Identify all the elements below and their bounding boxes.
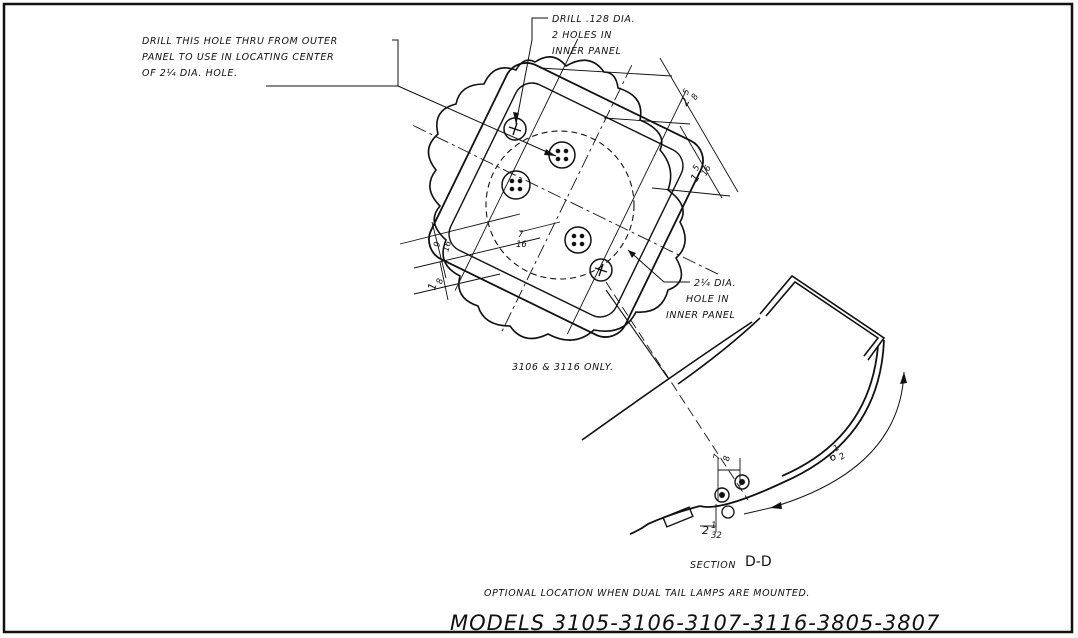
dim-2-1-32-num: 1 — [711, 521, 716, 531]
note-drill-thru-line1: DRILL THIS HOLE THRU FROM OUTER — [142, 36, 338, 47]
panel-section-curve — [581, 317, 761, 441]
screw-hole-2 — [548, 141, 576, 169]
dim-ext-left-c — [413, 273, 501, 295]
dim-ext-top-b — [651, 187, 731, 197]
ext-line-1 — [454, 38, 579, 291]
dim-1-5-16-num: 5 — [691, 163, 702, 173]
dim-6-1-2-num: 1 — [832, 443, 842, 454]
dim-9-16-den: 16 — [441, 239, 454, 253]
dim-line-9-16 — [431, 221, 447, 279]
screw-hole-3 — [501, 170, 531, 200]
dim-1-8: 1 8 — [425, 277, 446, 292]
dim-2-1-32: 2 1 32 — [702, 521, 722, 541]
leader-dia-hole — [627, 249, 690, 283]
dim-ext-top-a — [539, 67, 673, 77]
projection-line — [605, 281, 749, 501]
dim-2-1-32-whole: 2 — [702, 524, 709, 537]
dim-1-8-whole: 1 — [425, 282, 439, 292]
section-id: D-D — [745, 554, 772, 570]
dim-line-1-8 — [439, 261, 449, 301]
note-drill-128-line3: INNER PANEL — [552, 46, 621, 57]
note-drill-128-line2: 2 HOLES IN — [552, 30, 612, 41]
arrowhead-5 — [770, 502, 782, 509]
dim-7-8-den: 8 — [722, 454, 733, 462]
arrowhead-1 — [544, 149, 556, 156]
dim-7-16: 7 16 — [516, 230, 527, 250]
note-dia-hole-line1: 2¼ DIA. — [694, 278, 736, 289]
lamp-body — [662, 506, 694, 528]
dim-7-16-num: 7 — [518, 230, 524, 240]
annotations: DRILL THIS HOLE THRU FROM OUTER PANEL TO… — [142, 14, 940, 635]
arrowhead-3 — [628, 250, 636, 258]
dim-7-8: 7 8 — [712, 453, 733, 462]
dim-2-1-32-den: 32 — [711, 531, 722, 541]
leader-drill-128 — [515, 17, 548, 125]
dim-1-5-16: 1 5 16 — [688, 163, 714, 184]
dim-ext-mid — [603, 117, 691, 125]
note-drill-128-line1: DRILL .128 DIA. — [552, 14, 635, 25]
screw-hole-5 — [589, 258, 613, 282]
dim-7-16-den: 16 — [516, 240, 527, 250]
leader-drill-thru — [266, 39, 399, 87]
section-view — [581, 274, 907, 535]
dim-line-7-16 — [519, 221, 561, 233]
dim-leader-arrow — [743, 507, 771, 515]
note-drill-thru-line3: OF 2¼ DIA. HOLE. — [142, 68, 238, 79]
dim-2-5-8: 2 5 8 — [678, 87, 702, 108]
note-dia-hole-line2: HOLE IN — [686, 294, 729, 305]
note-dia-hole-line3: INNER PANEL — [666, 310, 735, 321]
models-title: MODELS 3105-3106-3107-3116-3805-3807 — [450, 611, 940, 635]
screw-hole-4 — [564, 226, 592, 254]
arrowhead-4 — [900, 372, 907, 384]
dim-ext-left-a — [399, 213, 521, 245]
fastener-1 — [714, 487, 730, 503]
dim-ext-left-b — [413, 237, 541, 269]
fastener-3 — [721, 505, 735, 519]
dim-line-1-5-16 — [679, 125, 723, 199]
dim-9-16: 9 16 — [432, 239, 454, 253]
ext-line-2 — [566, 91, 687, 335]
projection-line-2 — [605, 289, 669, 379]
dim-arc-6-1-2 — [769, 371, 905, 509]
screw-hole-1 — [503, 117, 527, 141]
note-models-only: 3106 & 3116 ONLY. — [512, 362, 614, 373]
panel-bottom — [629, 505, 701, 535]
hole-circle-dashed — [485, 130, 635, 280]
lamp-bracket — [759, 274, 886, 361]
dim-2-5-8-num: 5 — [681, 87, 692, 97]
dim-7-8-num: 7 — [712, 453, 723, 461]
fastener-2 — [734, 474, 750, 490]
leader-drill-thru-arrow — [397, 85, 557, 157]
note-drill-thru-line2: PANEL TO USE IN LOCATING CENTER — [142, 52, 334, 63]
section-label: SECTION — [690, 560, 736, 571]
dim-6-1-2: 6 1 2 — [826, 443, 848, 464]
caption-optional-location: OPTIONAL LOCATION WHEN DUAL TAIL LAMPS A… — [484, 588, 810, 599]
dim-line-2-5-8 — [659, 57, 739, 193]
dim-2-5-8-den: 8 — [690, 92, 702, 102]
dim-1-8-den: 8 — [435, 277, 446, 285]
dim-9-16-num: 9 — [432, 241, 443, 249]
dim-1-5-16-den: 16 — [700, 163, 714, 178]
panel-lower-curve — [699, 339, 885, 508]
panel-plan-view — [266, 17, 739, 341]
dim-6-1-2-den: 2 — [837, 451, 847, 462]
